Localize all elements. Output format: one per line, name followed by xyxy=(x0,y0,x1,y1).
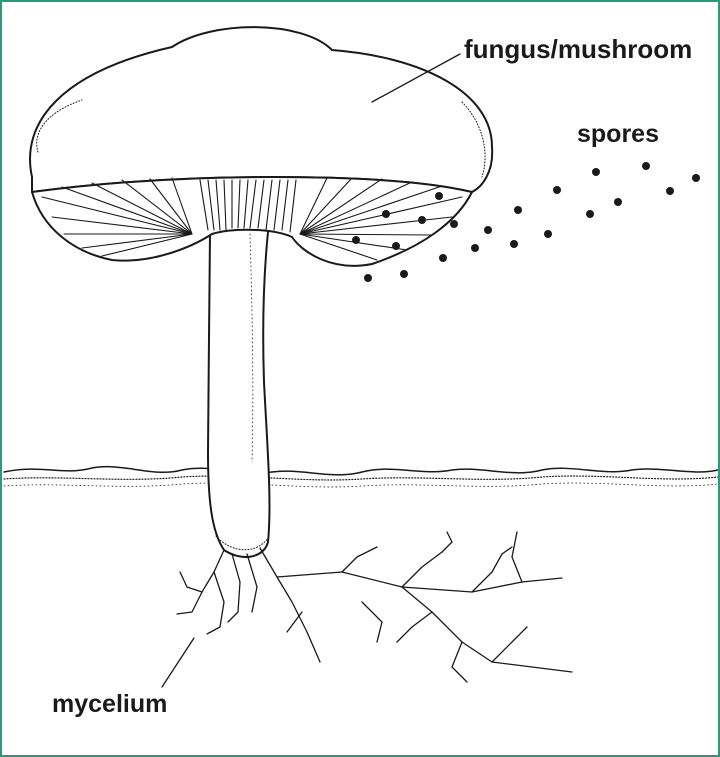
mushroom-cap xyxy=(30,27,492,192)
mycelium-leader-line xyxy=(162,638,194,687)
soil-surface xyxy=(4,467,718,487)
mushroom-stem xyxy=(208,232,269,557)
fungus-label: fungus/mushroom xyxy=(464,34,692,65)
spores-label: spores xyxy=(577,120,659,149)
mycelium-label: mycelium xyxy=(52,690,167,719)
